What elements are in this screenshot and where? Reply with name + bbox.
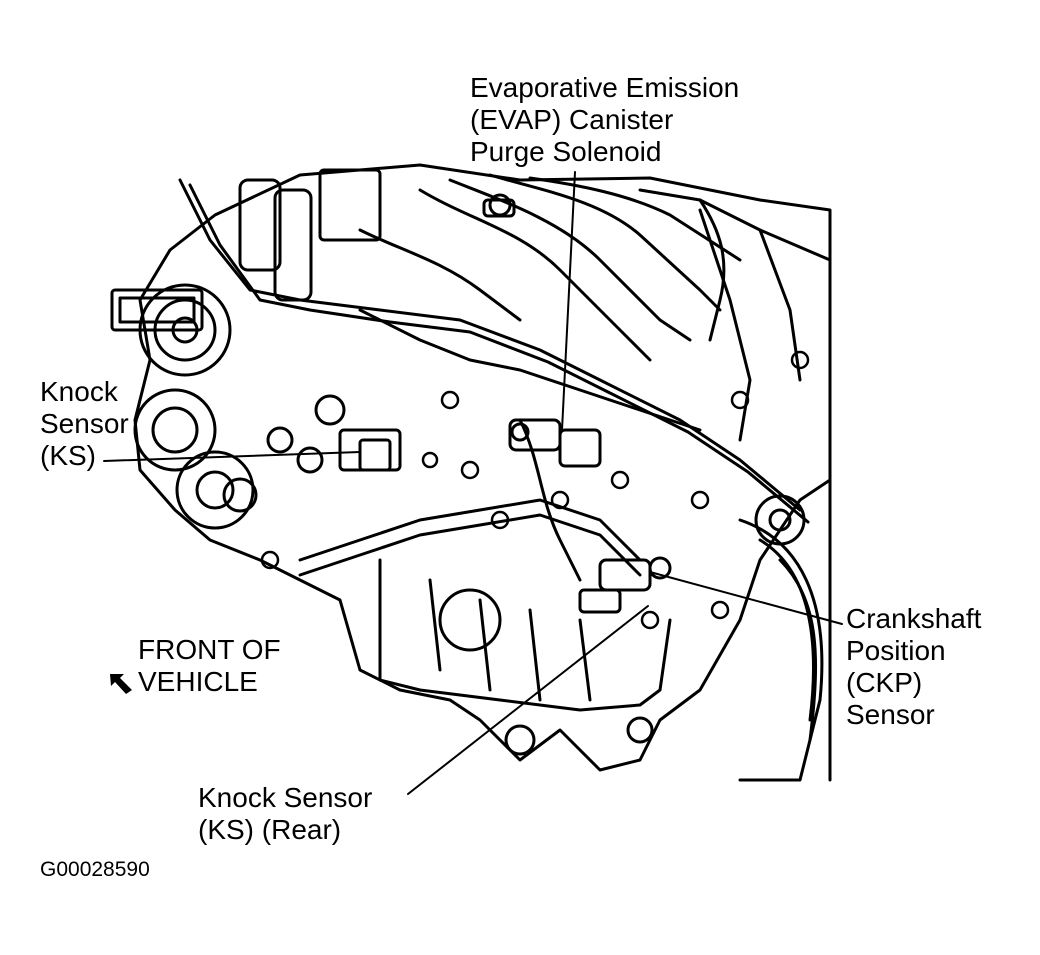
ckp-label-line-2: Position [846,635,946,666]
ckp-label-line-3: (CKP) [846,667,923,698]
evap-fitting [488,193,512,217]
leader-evap [561,171,576,431]
wiring-harness [178,178,810,582]
evap-solenoid [508,418,602,468]
knock-sensor-rear-label: Knock Sensor (KS) (Rear) [198,782,372,846]
ckp-label-line-4: Sensor [846,699,935,730]
ckp-sensor-label: Crankshaft Position (CKP) Sensor [846,603,981,731]
evap-label-line-2: (EVAP) Canister [470,104,674,135]
ckp-label-line-1: Crankshaft [846,603,982,634]
ks-mount [266,394,402,474]
bolts [260,350,810,630]
ks-rear-label-line-1: Knock Sensor [198,782,373,813]
connector-left [110,288,204,332]
hose-fitting [238,178,282,272]
leader-ks [103,451,361,462]
pulley-lower [133,388,217,472]
front-of-vehicle-label: FRONT OF VEHICLE [110,634,281,698]
evap-label: Evaporative Emission (EVAP) Canister Pur… [470,72,739,168]
pulley-front [175,450,255,530]
arrow-icon [110,674,132,694]
evap-label-line-1: Evaporative Emission [470,72,740,103]
flywheel-housing [738,478,832,782]
knock-sensor-label-line-1: Knock [40,376,118,407]
leader-ckp [649,571,843,625]
knock-sensor-label-line-3: (KS) [40,440,96,471]
knock-sensor-label-line-2: Sensor [40,408,129,439]
ckp-sensor [578,556,672,614]
evap-label-line-3: Purge Solenoid [470,136,662,167]
leader-lines [103,171,843,795]
front-label-row-2: VEHICLE [110,666,281,698]
intake-runners [358,173,832,442]
front-label-line-1: FRONT OF [138,634,281,665]
figure-id: G00028590 [40,858,150,881]
ks-rear-label-line-2: (KS) (Rear) [198,814,342,845]
knock-sensor-label: Knock Sensor (KS) [40,376,129,472]
front-label-line-2: VEHICLE [138,666,258,697]
engine-block-outline [133,163,832,772]
oil-pan [378,558,672,756]
leader-ks-rear [407,605,649,795]
